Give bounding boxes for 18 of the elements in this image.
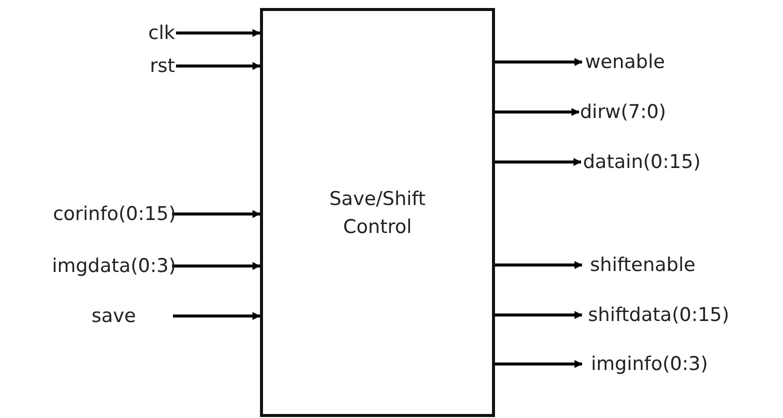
arrow xyxy=(173,312,260,320)
signal-label: datain(0:15) xyxy=(583,150,701,174)
signal-label: shiftenable xyxy=(590,253,696,277)
signal-label: shiftdata(0:15) xyxy=(588,303,730,327)
arrow xyxy=(172,210,260,218)
arrow xyxy=(176,29,260,37)
signal-label: imgdata(0:3) xyxy=(52,254,176,278)
control-block xyxy=(260,8,495,417)
block-title: Save/Shift Control xyxy=(328,186,427,240)
signal-label: imginfo(0:3) xyxy=(591,352,708,376)
signal-label: save xyxy=(92,304,136,328)
signal-label: clk xyxy=(148,21,175,45)
signal-label: corinfo(0:15) xyxy=(52,202,176,226)
signal-label: rst xyxy=(150,54,175,78)
arrow xyxy=(176,62,260,70)
signal-label: dirw(7:0) xyxy=(580,100,666,124)
signal-label: wenable xyxy=(585,50,665,74)
arrow xyxy=(172,262,260,270)
